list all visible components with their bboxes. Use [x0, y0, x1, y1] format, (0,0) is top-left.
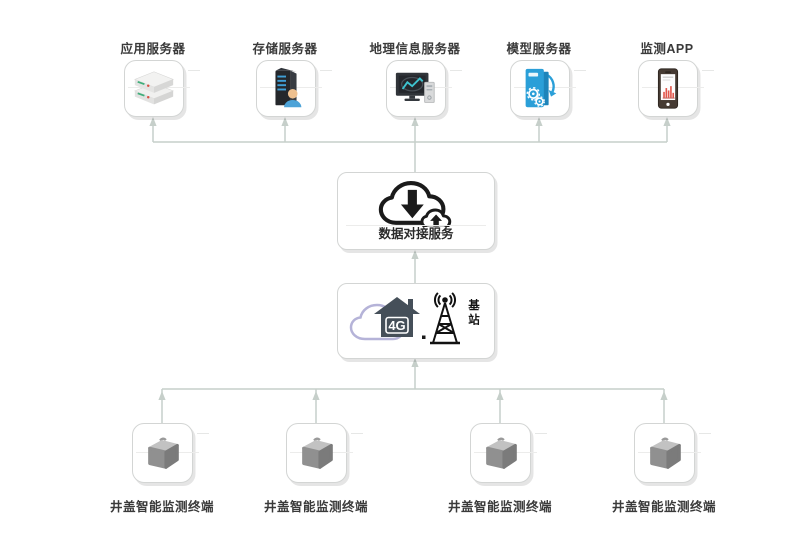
terminal-device-icon	[485, 437, 517, 469]
node-monitoring-app	[638, 60, 714, 117]
node-gis-server	[386, 60, 462, 117]
terminal-device-icon	[649, 437, 681, 469]
monitoring-app-icon	[657, 67, 679, 109]
storage-server-label: 存储服务器	[252, 42, 318, 56]
storage-server-icon	[275, 67, 302, 107]
4g-network-icon: 4G	[349, 292, 460, 345]
terminal-label-2: 井盖智能监测终端	[263, 500, 368, 514]
node-terminal-2	[286, 423, 363, 483]
4g-house-icon: 4G	[374, 297, 420, 337]
base-station-tower-icon	[430, 292, 460, 345]
node-terminal-4	[634, 423, 711, 483]
terminal-label-1: 井盖智能监测终端	[109, 500, 214, 514]
terminal-label-3: 井盖智能监测终端	[447, 500, 552, 514]
terminal-device-icon	[147, 437, 179, 469]
terminal-label-4: 井盖智能监测终端	[611, 500, 716, 514]
gis-server-label: 地理信息服务器	[369, 42, 461, 56]
cloud-transfer-icon	[378, 180, 452, 230]
node-terminal-3	[470, 423, 547, 483]
terminal-device-icon	[301, 437, 333, 469]
base-station-label: 基站	[467, 299, 479, 328]
node-app-server	[124, 60, 200, 117]
app-server-label: 应用服务器	[120, 42, 186, 56]
node-data-service: 数据对接服务	[337, 172, 495, 250]
node-terminal-1	[132, 423, 209, 483]
app-server-icon	[134, 70, 174, 104]
gis-server-icon	[395, 72, 435, 103]
node-4g-base-station: 4G 基站	[337, 283, 495, 359]
monitoring-app-label: 监测APP	[640, 42, 694, 56]
data-service-label: 数据对接服务	[338, 223, 494, 242]
model-server-label: 模型服务器	[506, 42, 572, 56]
node-model-server	[510, 60, 586, 117]
model-server-icon	[525, 68, 557, 107]
4g-label: 4G	[388, 318, 405, 333]
node-storage-server	[256, 60, 332, 117]
